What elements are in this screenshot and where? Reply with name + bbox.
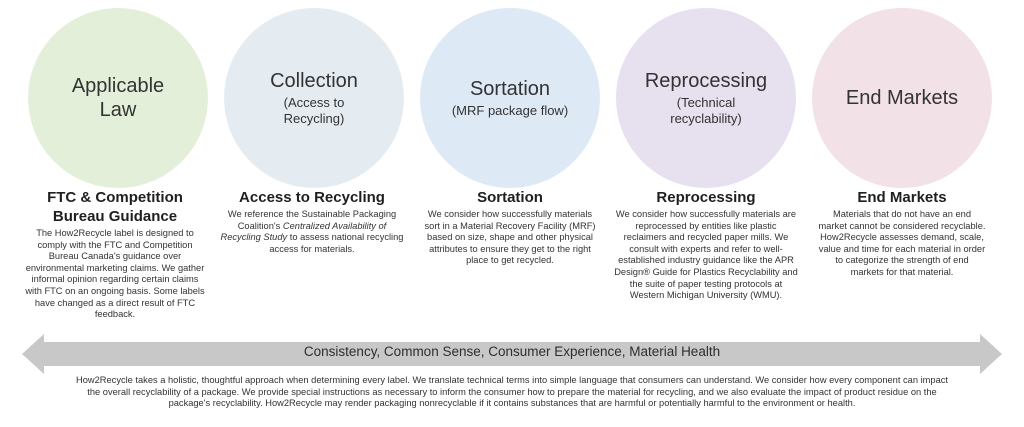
column-body: Materials that do not have an end market… (818, 209, 986, 277)
stage-circle-reprocessing: Reprocessing (Technical recyclability) (616, 8, 796, 188)
body-text: We reference the Sustainable Packaging C… (227, 209, 397, 231)
circle-title: End Markets (845, 87, 959, 109)
circle-title: Applicable Law (71, 75, 165, 121)
column-heading: Sortation (477, 189, 543, 206)
stage-column-sortation: Sortation We consider how successfully m… (418, 188, 602, 267)
column-heading: Access to Recycling (239, 189, 385, 206)
arrow-shape (22, 334, 1002, 374)
stage-circle-end-markets: End Markets (812, 8, 992, 188)
stage-column-ftc: FTC & Competition Bureau Guidance The Ho… (23, 188, 207, 321)
column-heading: End Markets (857, 189, 947, 206)
study-title: Centralized Availability of Recycling St… (220, 220, 387, 243)
circle-subtitle: (MRF package flow) (451, 103, 569, 118)
column-body: We consider how successfully materials s… (424, 209, 596, 266)
circle-subtitle: (Access to Recycling) (283, 95, 345, 126)
body-text: to assess national recycling access for … (269, 232, 404, 254)
stage-column-end-markets: End Markets Materials that do not have a… (810, 188, 994, 279)
stage-column-reprocessing: Reprocessing We consider how successfull… (614, 188, 798, 302)
stage-circle-applicable-law: Applicable Law (28, 8, 208, 188)
circle-title: Collection (270, 70, 358, 92)
stage-circle-sortation: Sortation (MRF package flow) (420, 8, 600, 188)
circle-title: Reprocessing (644, 70, 768, 92)
column-heading: Reprocessing (656, 189, 756, 206)
column-body: We consider how successfully materials a… (614, 209, 798, 301)
circle-subtitle: (Technical recyclability) (670, 95, 742, 126)
column-body: We reference the Sustainable Packaging C… (220, 209, 404, 255)
column-body: The How2Recycle label is designed to com… (25, 228, 205, 320)
stage-column-access: Access to Recycling We reference the Sus… (220, 188, 404, 255)
circle-title: Sortation (469, 78, 551, 100)
double-arrow-icon (22, 334, 1002, 374)
double-arrow-banner: Consistency, Common Sense, Consumer Expe… (22, 334, 1002, 374)
arrow-label: Consistency, Common Sense, Consumer Expe… (303, 344, 721, 359)
column-heading: FTC & Competition Bureau Guidance (47, 189, 183, 225)
stage-circle-collection: Collection (Access to Recycling) (224, 8, 404, 188)
footer-paragraph: How2Recycle takes a holistic, thoughtful… (76, 375, 948, 408)
